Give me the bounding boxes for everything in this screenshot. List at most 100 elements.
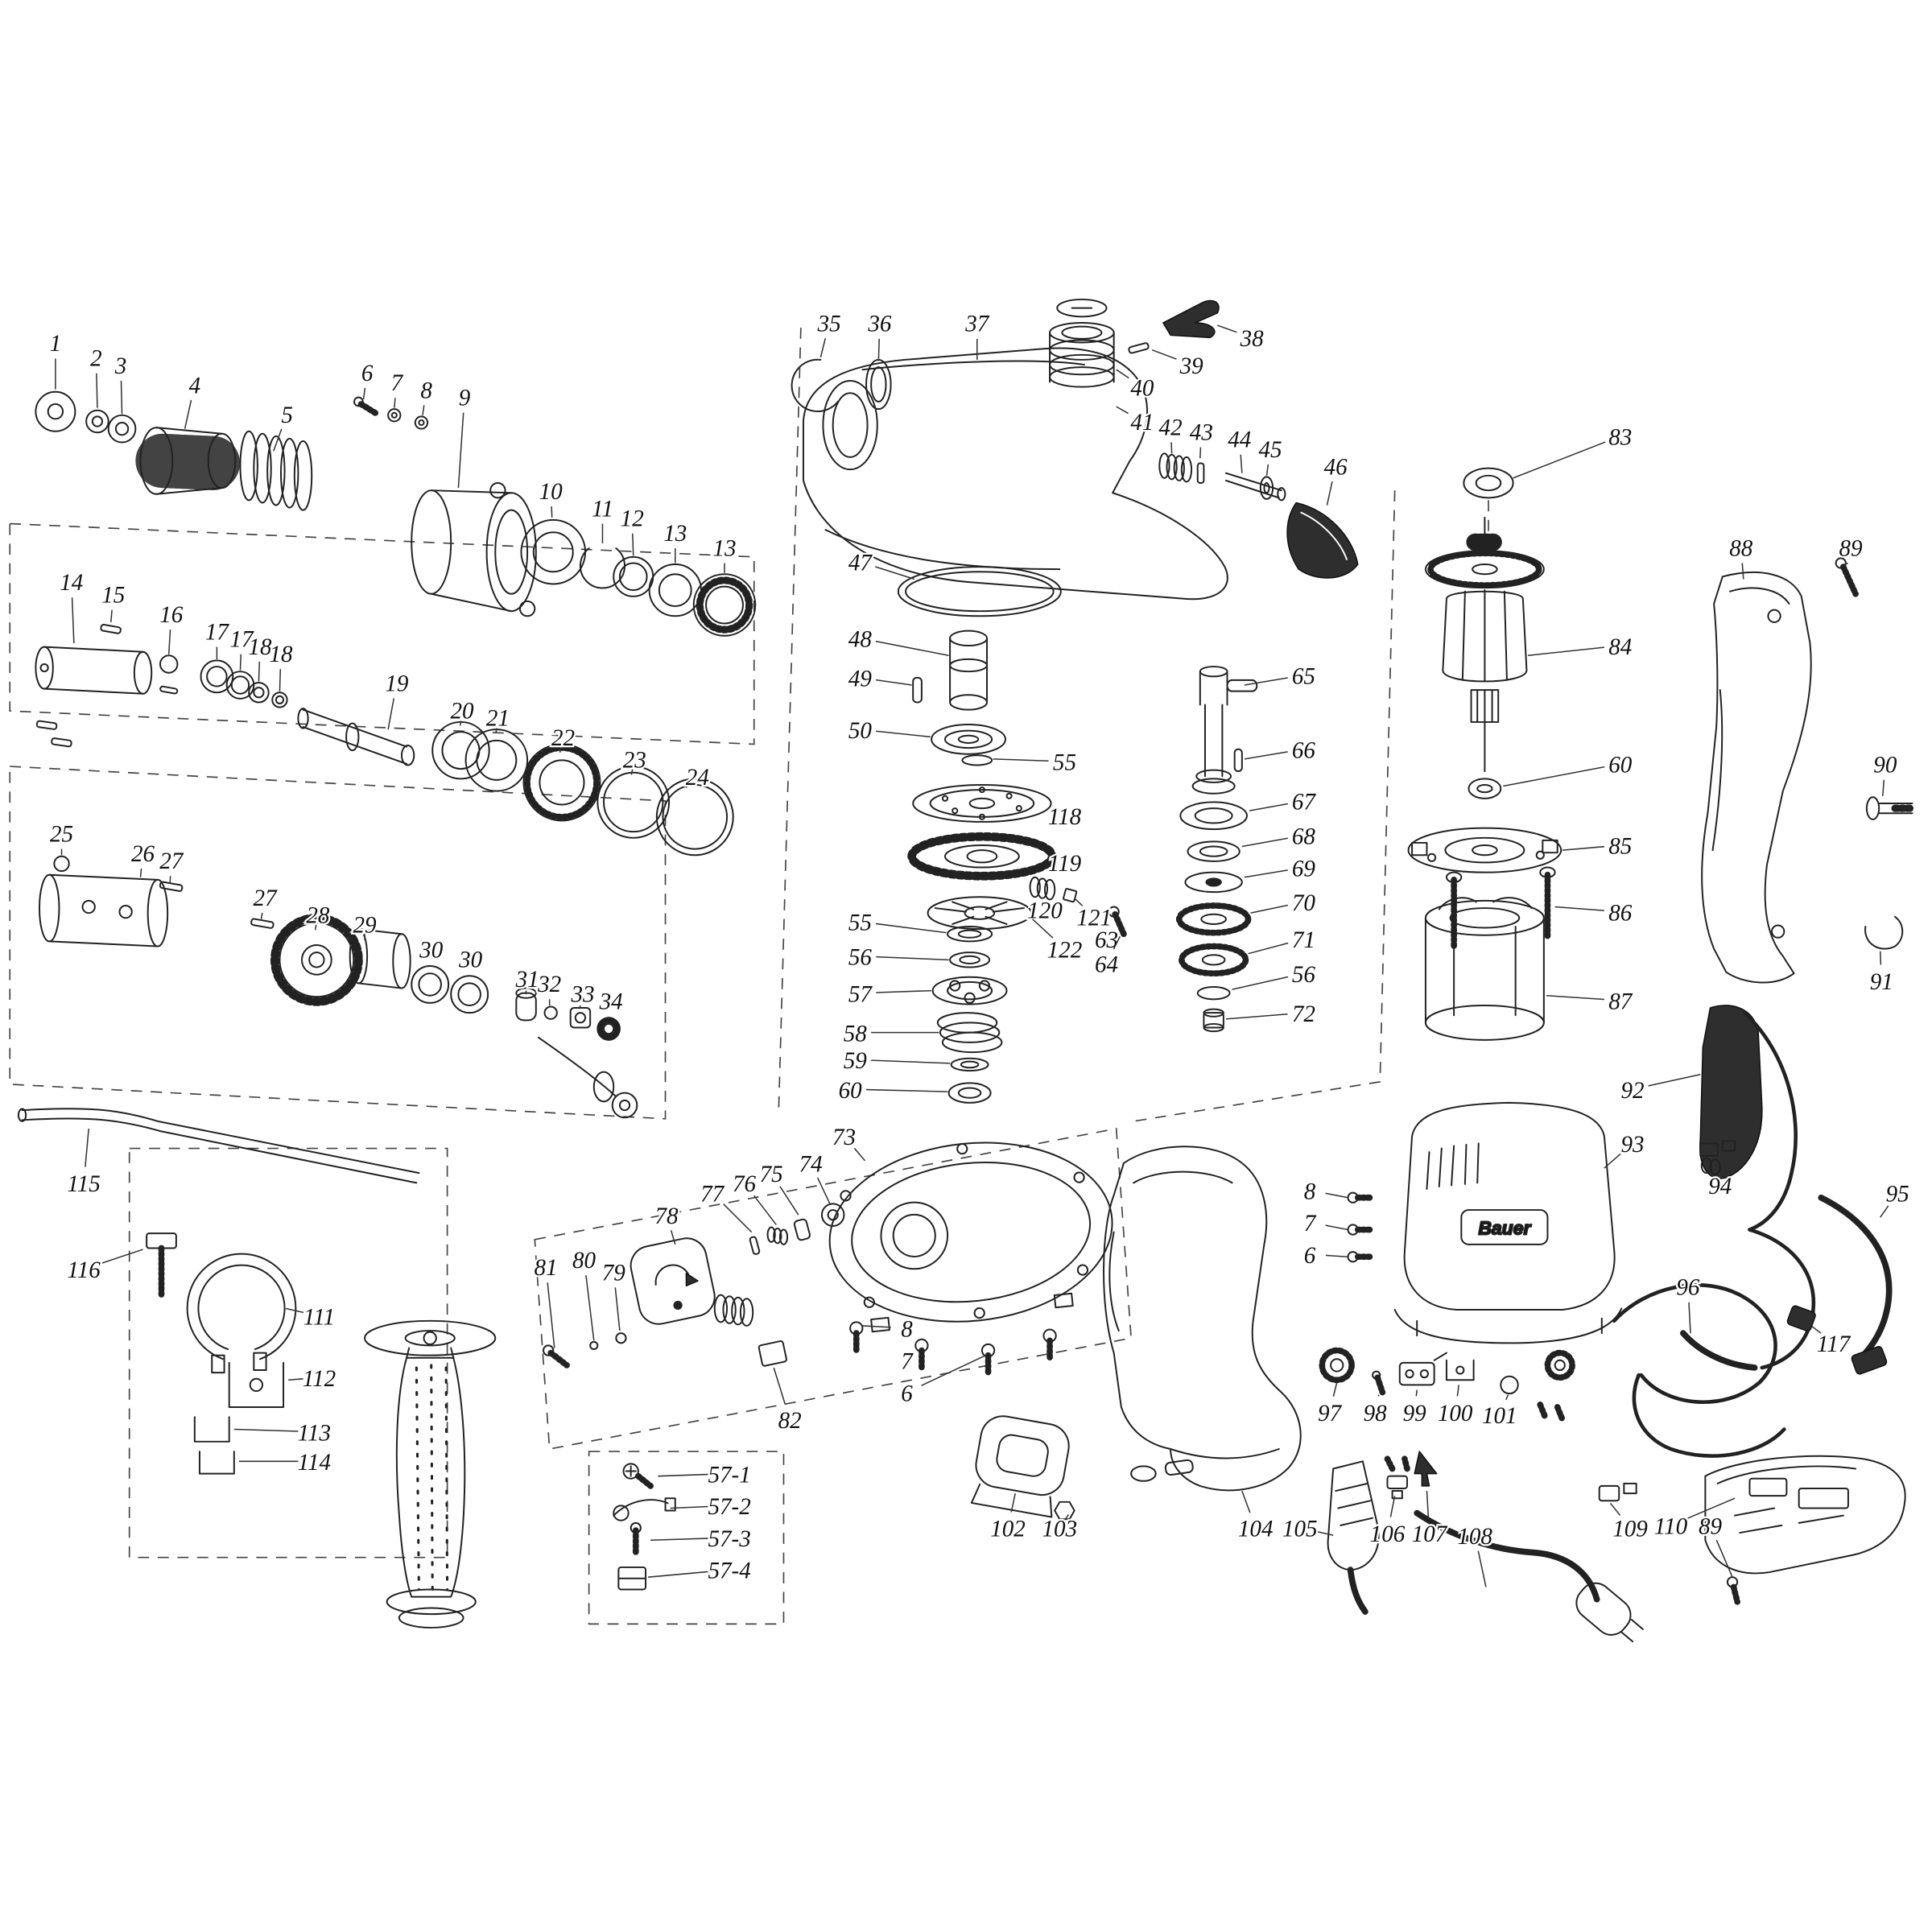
part-number-label: 26 [131, 841, 155, 867]
part-number-label: 99 [1403, 1401, 1427, 1426]
part-number-label: 114 [298, 1450, 331, 1476]
part-number-label: 90 [1873, 753, 1897, 778]
part-number-label: 63 [1095, 927, 1118, 953]
part-number-label: 118 [1048, 804, 1082, 830]
part-number-label: 83 [1608, 425, 1632, 451]
leader-line [1505, 1394, 1509, 1401]
leader-line [1151, 349, 1177, 360]
leader-line [630, 765, 634, 775]
bottom-cover-sketch [1704, 1455, 1906, 1605]
leader-line [876, 956, 949, 961]
part-number-label: 58 [844, 1021, 868, 1046]
part-number-label: 57-2 [708, 1494, 750, 1520]
leader-line [650, 1538, 714, 1542]
part-number-label: 113 [298, 1420, 331, 1446]
leader-line [1032, 919, 1054, 939]
part-number-label: 8 [420, 378, 432, 403]
part-number-label: 2 [90, 346, 102, 372]
leader-line [1170, 442, 1173, 454]
part-number-label: 3 [114, 353, 127, 379]
leader-line [314, 921, 318, 931]
part-number-label: 55 [1053, 750, 1076, 776]
leader-line [614, 1287, 621, 1331]
part-number-label: 21 [486, 706, 510, 732]
part-number-label: 12 [621, 506, 644, 532]
part-number-label: 121 [1076, 905, 1112, 931]
leader-line [457, 412, 464, 489]
leader-line [1315, 1530, 1334, 1536]
part-number-label: 92 [1621, 1078, 1645, 1104]
leader-line [1241, 1490, 1251, 1513]
leader-line [260, 912, 263, 919]
leader-line [1609, 1502, 1621, 1516]
leader-line [876, 923, 947, 934]
part-number-label: 88 [1729, 535, 1753, 561]
cover-shell-sketch [1286, 502, 1359, 579]
leader-line [1248, 942, 1289, 955]
motor-assembly-sketch [1407, 467, 1563, 1041]
part-number-label: 9 [459, 386, 471, 411]
depth-gauge-rod-sketch [17, 1108, 420, 1184]
part-number-label: 72 [1292, 1001, 1315, 1027]
part-number-label: 30 [419, 937, 444, 963]
part-number-label: 34 [599, 989, 623, 1015]
leader-line [685, 778, 696, 788]
leader-line [875, 640, 949, 657]
leader-line [1326, 481, 1333, 506]
leader-line [285, 1307, 304, 1314]
piston-clutch-stack-sketch [897, 566, 1127, 1104]
part-number-label: 98 [1364, 1401, 1388, 1426]
leader-line [1240, 454, 1243, 473]
leader-line [1810, 1325, 1822, 1334]
leader-line [753, 1195, 777, 1225]
part-number-label: 32 [537, 972, 561, 997]
part-number-label: 57-3 [708, 1526, 750, 1552]
part-number-label: 44 [1228, 427, 1251, 453]
mode-selector-sketch [543, 1237, 787, 1591]
part-number-label: 79 [602, 1260, 626, 1286]
part-number-label: 20 [450, 698, 474, 724]
part-number-label: 91 [1870, 969, 1893, 995]
leader-line [773, 1367, 786, 1405]
part-number-label: 107 [1412, 1521, 1448, 1547]
leader-line [1265, 464, 1269, 476]
part-number-label: 60 [839, 1078, 863, 1104]
part-number-label: 75 [760, 1162, 783, 1187]
leader-line [1225, 1013, 1288, 1020]
part-number-label: 15 [101, 582, 125, 608]
leader-line [559, 742, 563, 753]
leader-line [1711, 1162, 1716, 1170]
part-number-label: 116 [67, 1257, 101, 1283]
part-number-label: 8 [901, 1317, 913, 1343]
part-number-label: 77 [700, 1181, 725, 1207]
leader-line [1554, 906, 1604, 911]
part-number-label: 13 [663, 521, 687, 547]
leader-line [779, 1186, 799, 1216]
cable-clip-sketch [1786, 1305, 1816, 1331]
leader-line [273, 428, 283, 452]
leader-line [1074, 898, 1084, 906]
part-number-label: 94 [1708, 1174, 1732, 1199]
leader-line [862, 1325, 891, 1328]
part-number-label: 7 [391, 370, 404, 396]
leader-line [1249, 803, 1288, 811]
leader-line [1199, 447, 1202, 459]
part-number-label: 120 [1027, 898, 1063, 923]
pointer-arrow [1414, 1451, 1438, 1487]
part-number-label: 7 [901, 1349, 914, 1375]
part-number-label: 60 [1608, 753, 1633, 778]
gear-housing-sketch [791, 298, 1359, 601]
part-number-label: 115 [67, 1171, 100, 1197]
striker-gear-assembly-sketch [38, 855, 638, 1119]
leader-line [71, 597, 75, 644]
part-number-label: 89 [1699, 1514, 1723, 1540]
part-number-label: 76 [733, 1171, 757, 1197]
rear-handle-cord-sketch [1612, 557, 1917, 1458]
part-number-label: 96 [1676, 1275, 1700, 1301]
leader-line [422, 405, 425, 415]
part-number-label: 28 [306, 902, 330, 928]
part-number-label: 38 [1240, 326, 1265, 352]
leader-line [1325, 1254, 1348, 1257]
leader-line [233, 1428, 299, 1432]
